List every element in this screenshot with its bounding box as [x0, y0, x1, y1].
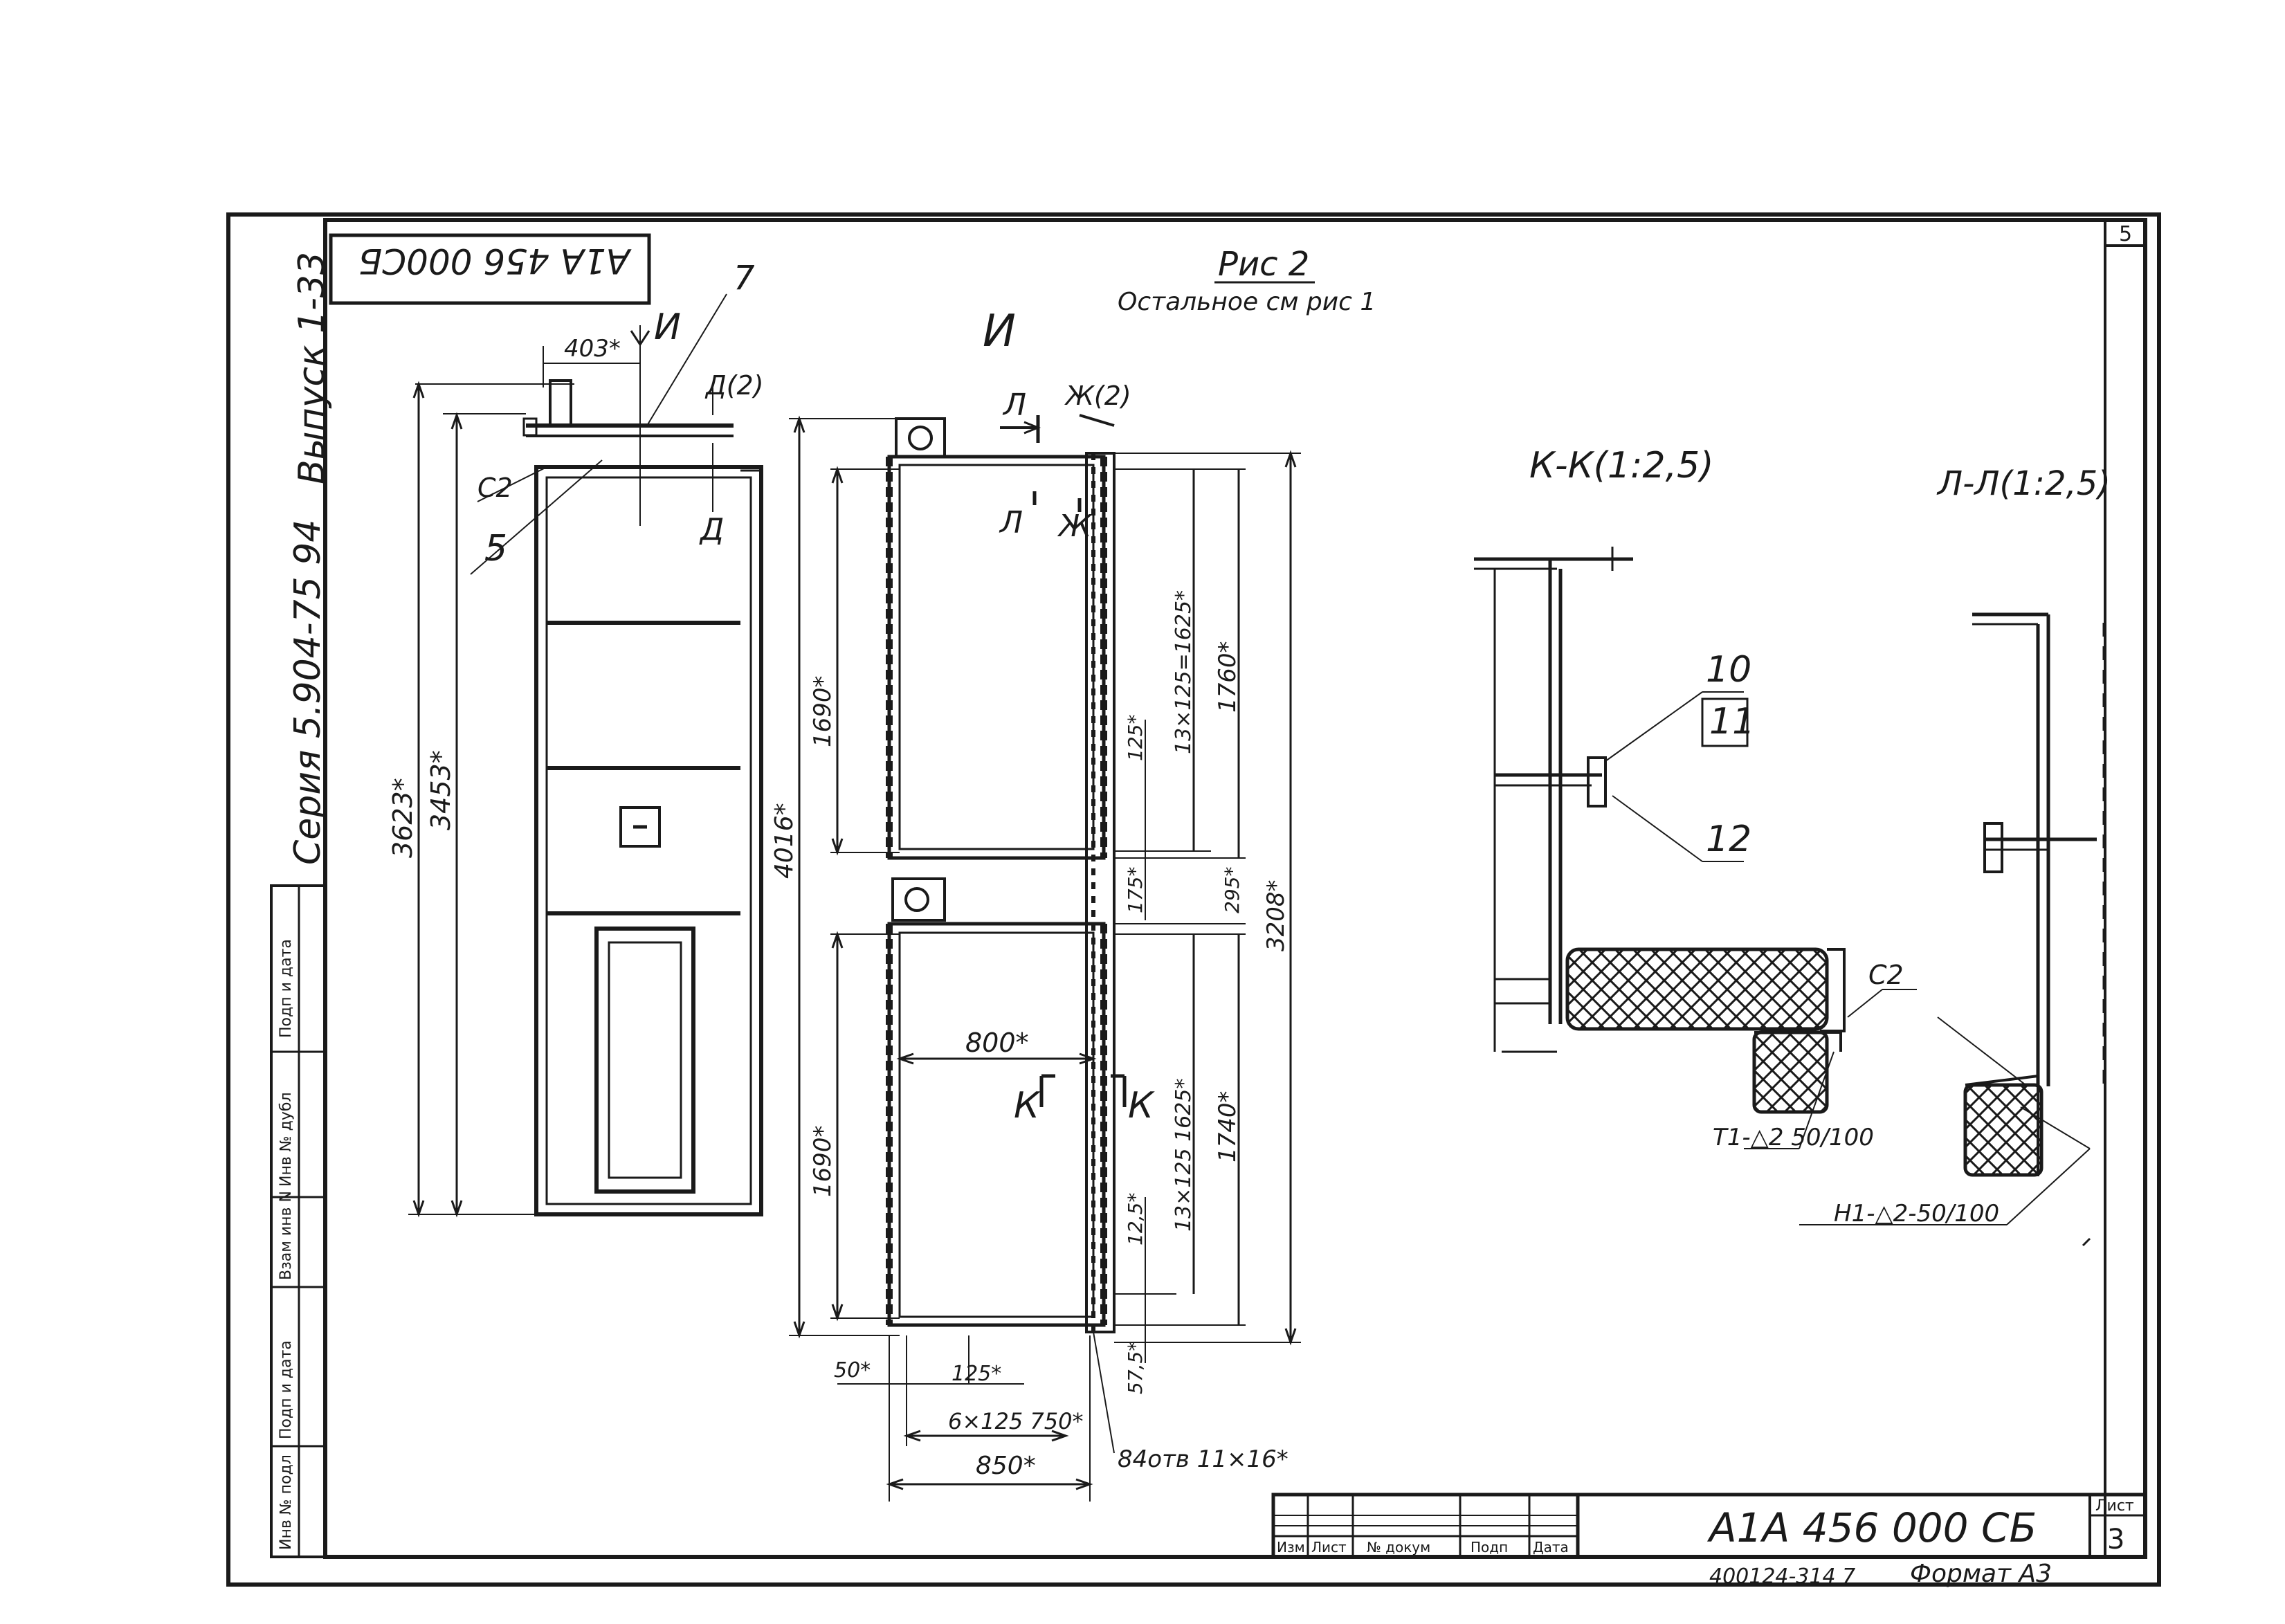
section-kk-callout-c2: С2 — [1868, 960, 1904, 990]
view-i-dim-upper-pitch: 13×125=1625* — [1172, 590, 1196, 754]
view-i-dim-575: 57,5* — [1124, 1342, 1147, 1394]
title-header-list: Лист — [1311, 1539, 1347, 1555]
view-i-dim-125c: 125* — [952, 1362, 1001, 1386]
section-kk-drawing — [1474, 547, 1917, 1149]
figure-note: Остальное см рис 1 — [1118, 288, 1376, 316]
view-i — [789, 414, 1301, 1502]
section-kk-callout-12: 12 — [1706, 819, 1751, 860]
front-callout-7: 7 — [734, 259, 755, 298]
inventory-format: 400124-314 7 — [1709, 1564, 1855, 1589]
front-dim-3623: 3623* — [388, 778, 418, 858]
view-i-dim-125: 125* — [1124, 715, 1147, 761]
front-view-mark: И — [654, 307, 681, 348]
title-header-doc: № докум — [1367, 1539, 1430, 1555]
stamp-col-1: Подп и дата — [277, 939, 295, 1038]
section-kk-weld-note: Т1-△2 50/100 — [1713, 1124, 1874, 1151]
title-sheet-number: 3 — [2107, 1524, 2124, 1555]
view-i-mark-zh-top: Ж(2) — [1064, 381, 1131, 411]
view-i-dim-lower-panel: 1690* — [809, 1125, 837, 1197]
stamp-col-5: Инв № подл — [277, 1454, 295, 1550]
section-kk-callout-10: 10 — [1706, 649, 1751, 691]
section-ll-title: Л-Л(1:2,5) — [1936, 464, 2111, 503]
view-i-dim-upper-panel: 1690* — [809, 675, 837, 747]
left-side-stamp — [270, 884, 327, 1558]
stamp-col-2: Инв № дубл — [277, 1092, 295, 1187]
sheet-frame — [226, 212, 2161, 1587]
view-i-mark-l-top: Л — [1002, 387, 1026, 423]
title-designation: А1А 456 000 СБ — [1706, 1504, 2037, 1551]
view-i-section-k-right: К — [1128, 1085, 1155, 1126]
front-callout-c2: С2 — [477, 473, 513, 503]
front-dim-3453: 3453* — [426, 750, 456, 830]
stamp-col-3: Взам инв N — [277, 1191, 295, 1280]
view-i-dim-6x125: 6×125 750* — [948, 1408, 1084, 1434]
view-i-dim-lower-pitch: 13×125 1625* — [1172, 1079, 1196, 1232]
series-label: Серия 5.904-75 94 — [287, 520, 329, 865]
top-stamp-code: А1А 456 000СБ — [358, 241, 632, 281]
view-i-title: И — [983, 306, 1016, 357]
view-i-section-k-left: К — [1014, 1085, 1041, 1126]
corner-number: 5 — [2119, 222, 2132, 246]
front-view — [408, 293, 763, 1218]
title-block — [1271, 1493, 2147, 1559]
view-i-mark-zh-bottom: Ж — [1057, 509, 1093, 544]
view-i-mark-l-bottom: Л — [999, 505, 1023, 540]
view-i-dim-125b: 12,5* — [1124, 1193, 1147, 1246]
section-kk-callout-11: 11 — [1709, 701, 1755, 742]
view-i-dim-4016: 4016* — [770, 803, 799, 879]
front-section-top: Д(2) — [704, 370, 764, 401]
title-header-sign: Подп — [1471, 1539, 1508, 1555]
title-header-izm: Изм — [1277, 1539, 1305, 1555]
front-section-bottom: Д — [699, 512, 724, 547]
view-i-dim-800: 800* — [965, 1028, 1029, 1058]
title-header-date: Дата — [1533, 1539, 1569, 1555]
stamp-col-4: Подп и дата — [277, 1340, 295, 1439]
view-i-dim-175: 175* — [1124, 867, 1147, 913]
view-i-dim-50: 50* — [834, 1358, 871, 1383]
view-i-dim-850: 850* — [976, 1452, 1036, 1480]
top-stamp: А1А 456 000СБ — [329, 233, 651, 305]
front-callout-5: 5 — [484, 528, 507, 569]
section-ll-weld-note: Н1-△2-50/100 — [1834, 1200, 1999, 1228]
figure-title: Рис 2 — [1218, 245, 1309, 284]
issue-label: Выпуск 1-33 — [291, 252, 333, 484]
view-i-dim-upper-total: 1760* — [1214, 641, 1241, 713]
format-label: Формат А3 — [1910, 1560, 2052, 1588]
view-i-dim-3208: 3208* — [1262, 879, 1290, 951]
section-ll-drawing — [1799, 612, 2105, 1247]
section-kk-title: К-К(1:2,5) — [1529, 445, 1713, 486]
view-i-dim-295: 295* — [1221, 867, 1244, 913]
view-i-holes-note: 84отв 11×16* — [1118, 1445, 1289, 1473]
front-dim-403: 403* — [564, 335, 621, 363]
title-sheet-label: Лист — [2095, 1497, 2134, 1515]
view-i-dim-lower-total: 1740* — [1214, 1091, 1241, 1162]
